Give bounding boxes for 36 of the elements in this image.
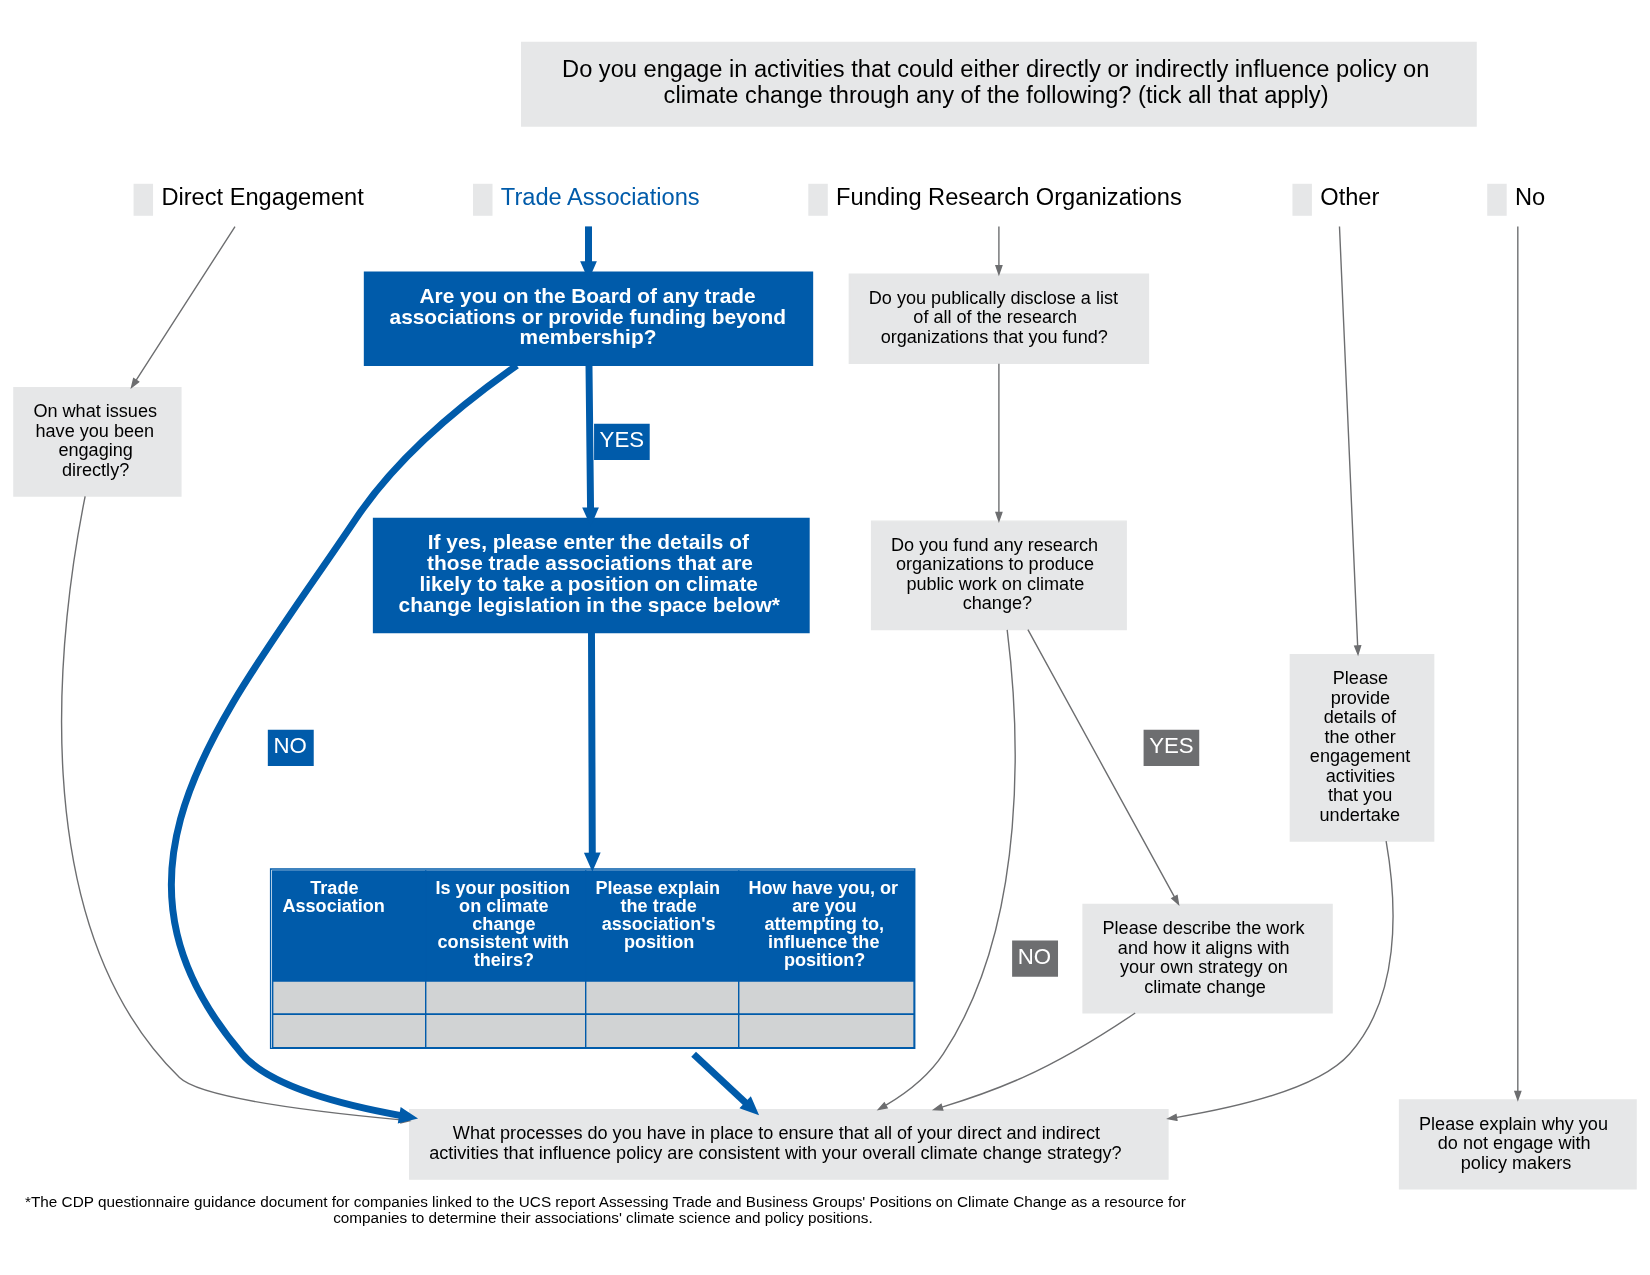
edge-label: NO <box>1017 943 1052 969</box>
arrow <box>1027 628 1180 906</box>
node-box: Do you publically disclose a list of all of the research organizations that you fund? <box>848 273 1150 364</box>
arrow <box>691 1051 760 1115</box>
node-box: Please explain why you do not engage with policy makers <box>1398 1098 1637 1190</box>
arrow <box>995 362 1003 523</box>
arrow <box>130 225 236 389</box>
node-box: On what issues have you been engaging directly? <box>13 386 182 497</box>
arrow <box>876 628 1016 1111</box>
node-box <box>133 183 154 216</box>
node-label: Trade Associations <box>500 183 700 210</box>
node-box <box>808 183 828 216</box>
arrow <box>1338 225 1362 656</box>
edge-label: NO <box>273 732 307 758</box>
edge-label: YES <box>1149 732 1194 758</box>
arrow <box>583 632 601 872</box>
arrow <box>931 1011 1136 1111</box>
node-box: Please describe the work and how it aligns with your own strategy on climate change <box>1082 903 1333 1014</box>
node-label: Direct Engagement <box>161 183 364 210</box>
node-box: Are you on the Board of any trade associations or provide funding beyond membership? <box>363 270 814 366</box>
node-box <box>1292 183 1312 216</box>
node-label: Other <box>1320 183 1380 210</box>
caption: *The CDP questionnaire guidance document for companies linked to the UCS report Assessing Trade and Business Groups' Positions on Climate Change as a resource for companies to determine their associations' climate science and policy positions. <box>25 1192 1186 1226</box>
node-box: What processes do you have in place to ensure that all of your direct and indirect activities that influence policy are consistent with your overall climate change strategy? <box>409 1108 1169 1180</box>
node-box <box>473 183 493 216</box>
node-box: If yes, please enter the details of those trade associations that are likely to take a position on climate change legislation in the space below* <box>372 517 810 633</box>
node-box: Do you fund any research organizations to produce public work on climate change? <box>870 519 1127 630</box>
node-box: Do you engage in activities that could either directly or indirectly influence policy on climate change through any of the following? (tick all that apply) <box>521 41 1477 127</box>
node-label: No <box>1515 183 1546 210</box>
node-box: Please provide details of the other engagement activities that you undertake <box>1289 653 1435 842</box>
node-box <box>1487 183 1507 216</box>
node-label: Funding Research Organizations <box>836 183 1182 210</box>
arrow <box>1513 225 1522 1102</box>
arrow <box>1166 840 1394 1121</box>
edge-label: YES <box>599 426 645 452</box>
arrow <box>995 225 1003 276</box>
